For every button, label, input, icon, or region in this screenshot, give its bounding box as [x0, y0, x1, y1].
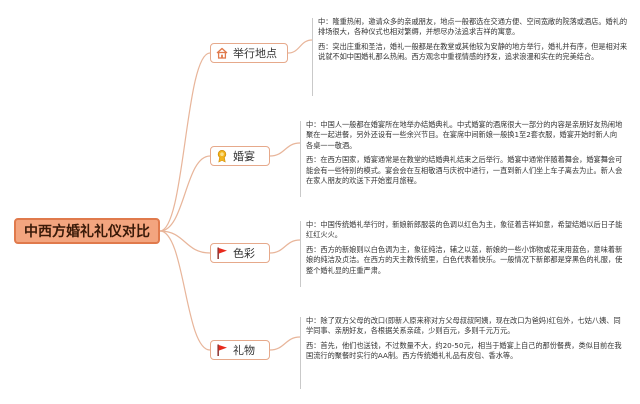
connector-banquet-to-notes	[269, 142, 301, 157]
connector-root-to-color	[159, 230, 211, 254]
note-gift-cn: 中：除了双方父母的改口(即新人原来称对方父母叔叔阿姨，现在改口为爸妈)红包外，七…	[306, 316, 621, 336]
branch-gift-label: 礼物	[233, 344, 255, 357]
connector-root-to-location	[159, 52, 211, 232]
red-flag-icon	[215, 343, 229, 357]
house-icon	[215, 46, 229, 60]
note-location-cn: 中：隆重热闹，邀请众多的亲戚朋友，地点一般都选在交通方便、空间宽敞的院落或酒店。…	[318, 17, 628, 37]
note-banquet-west: 西：在西方国家，婚宴通常是在教堂的结婚典礼结束之后举行。婚宴中通常伴随着舞会，婚…	[306, 155, 623, 186]
note-gift-west: 西：首先，他们也送钱，不过数量不大，约20-50元，相当于婚宴上自己的那份餐费，…	[306, 340, 622, 361]
notes-location: 中：隆重热闹，邀请众多的亲戚朋友，地点一般都选在交通方便、空间宽敞的院落或酒店。…	[318, 17, 630, 67]
branch-location-label: 举行地点	[233, 47, 277, 60]
connector-color-to-notes	[269, 239, 301, 254]
connector-root-to-banquet	[159, 155, 211, 232]
branch-color-label: 色彩	[233, 247, 255, 260]
note-location-west: 西：突出庄重和圣洁，婚礼一般都是在教堂或其他较为安静的地方举行，婚礼并有序，但是…	[318, 41, 628, 62]
notes-color-bar	[300, 221, 301, 287]
branch-gift[interactable]: 礼物	[210, 340, 270, 360]
branch-location[interactable]: 举行地点	[210, 43, 288, 63]
notes-color: 中：中国传统婚礼举行时，新娘新郎服装的色调以红色为主，象征着吉祥如意，希望结婚以…	[306, 220, 624, 280]
connector-location-to-notes	[287, 39, 313, 54]
note-color-west: 西：西方的新娘则以白色调为主，象征纯洁，辅之以蓝，新娘的一些小饰物或花束用蓝色，…	[306, 244, 623, 275]
branch-banquet-label: 婚宴	[233, 150, 255, 163]
branch-color[interactable]: 色彩	[210, 243, 270, 263]
branch-banquet[interactable]: 婚宴	[210, 146, 270, 166]
note-color-cn: 中：中国传统婚礼举行时，新娘新郎服装的色调以红色为主，象征着吉祥如意，希望结婚以…	[306, 220, 623, 240]
notes-banquet-bar	[300, 121, 301, 197]
notes-location-bar	[312, 18, 313, 96]
red-flag-icon	[215, 246, 229, 260]
root-topic[interactable]: 中西方婚礼礼仪对比	[14, 218, 160, 244]
connector-gift-to-notes	[269, 336, 301, 351]
note-banquet-cn: 中：中国人一般都在婚宴所在地举办结婚典礼。中式婚宴的酒席很大一部分的内容是亲朋好…	[306, 120, 623, 150]
medal-icon	[215, 149, 229, 163]
connector-root-to-gift	[159, 230, 211, 351]
notes-gift: 中：除了双方父母的改口(即新人原来称对方父母叔叔阿姨，现在改口为爸妈)红包外，七…	[306, 316, 624, 366]
notes-gift-bar	[300, 317, 301, 389]
notes-banquet: 中：中国人一般都在婚宴所在地举办结婚典礼。中式婚宴的酒席很大一部分的内容是亲朋好…	[306, 120, 624, 190]
